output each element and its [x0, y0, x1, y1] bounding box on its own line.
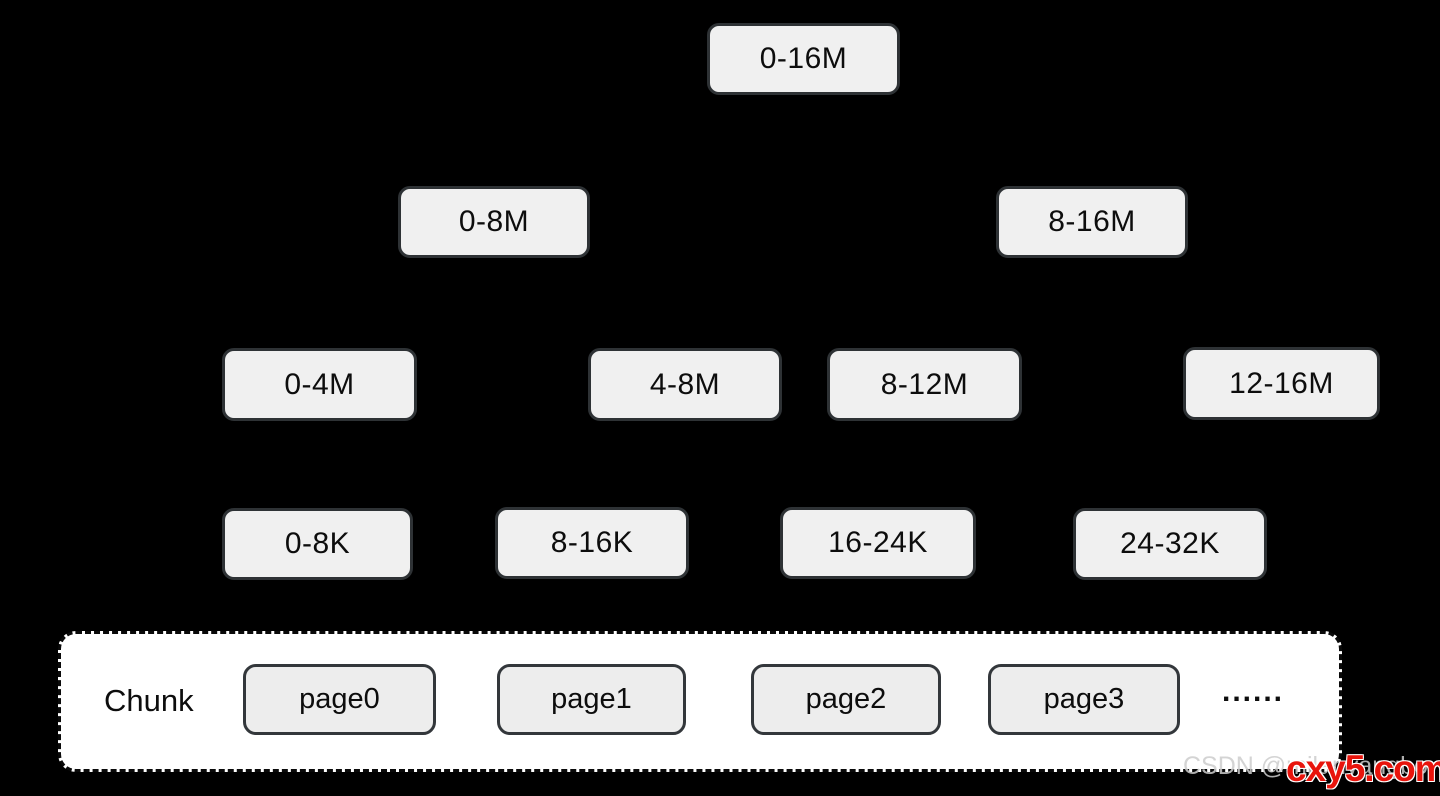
tree-node-0-4m: 0-4M: [222, 348, 417, 421]
page-node-page2: page2: [751, 664, 941, 735]
tree-node-8-16m: 8-16M: [996, 186, 1188, 258]
tree-node-4-8m: 4-8M: [588, 348, 782, 421]
tree-node-8-16k: 8-16K: [495, 507, 689, 579]
tree-node-16-24k: 16-24K: [780, 507, 976, 579]
chunk-label: Chunk: [104, 683, 194, 718]
page-node-page1: page1: [497, 664, 686, 735]
tree-node-12-16m: 12-16M: [1183, 347, 1380, 420]
tree-node-0-8m: 0-8M: [398, 186, 590, 258]
page-node-page0: page0: [243, 664, 436, 735]
site-watermark: cxy5.com: [1286, 748, 1440, 789]
pages-ellipsis: ......: [1222, 675, 1285, 708]
tree-node-24-32k: 24-32K: [1073, 508, 1267, 580]
tree-node-8-12m: 8-12M: [827, 348, 1022, 421]
tree-node-0-16m: 0-16M: [707, 23, 900, 95]
tree-node-0-8k: 0-8K: [222, 508, 413, 580]
page-node-page3: page3: [988, 664, 1180, 735]
csdn-watermark: CSDN @milanyangbo: [1183, 752, 1428, 780]
